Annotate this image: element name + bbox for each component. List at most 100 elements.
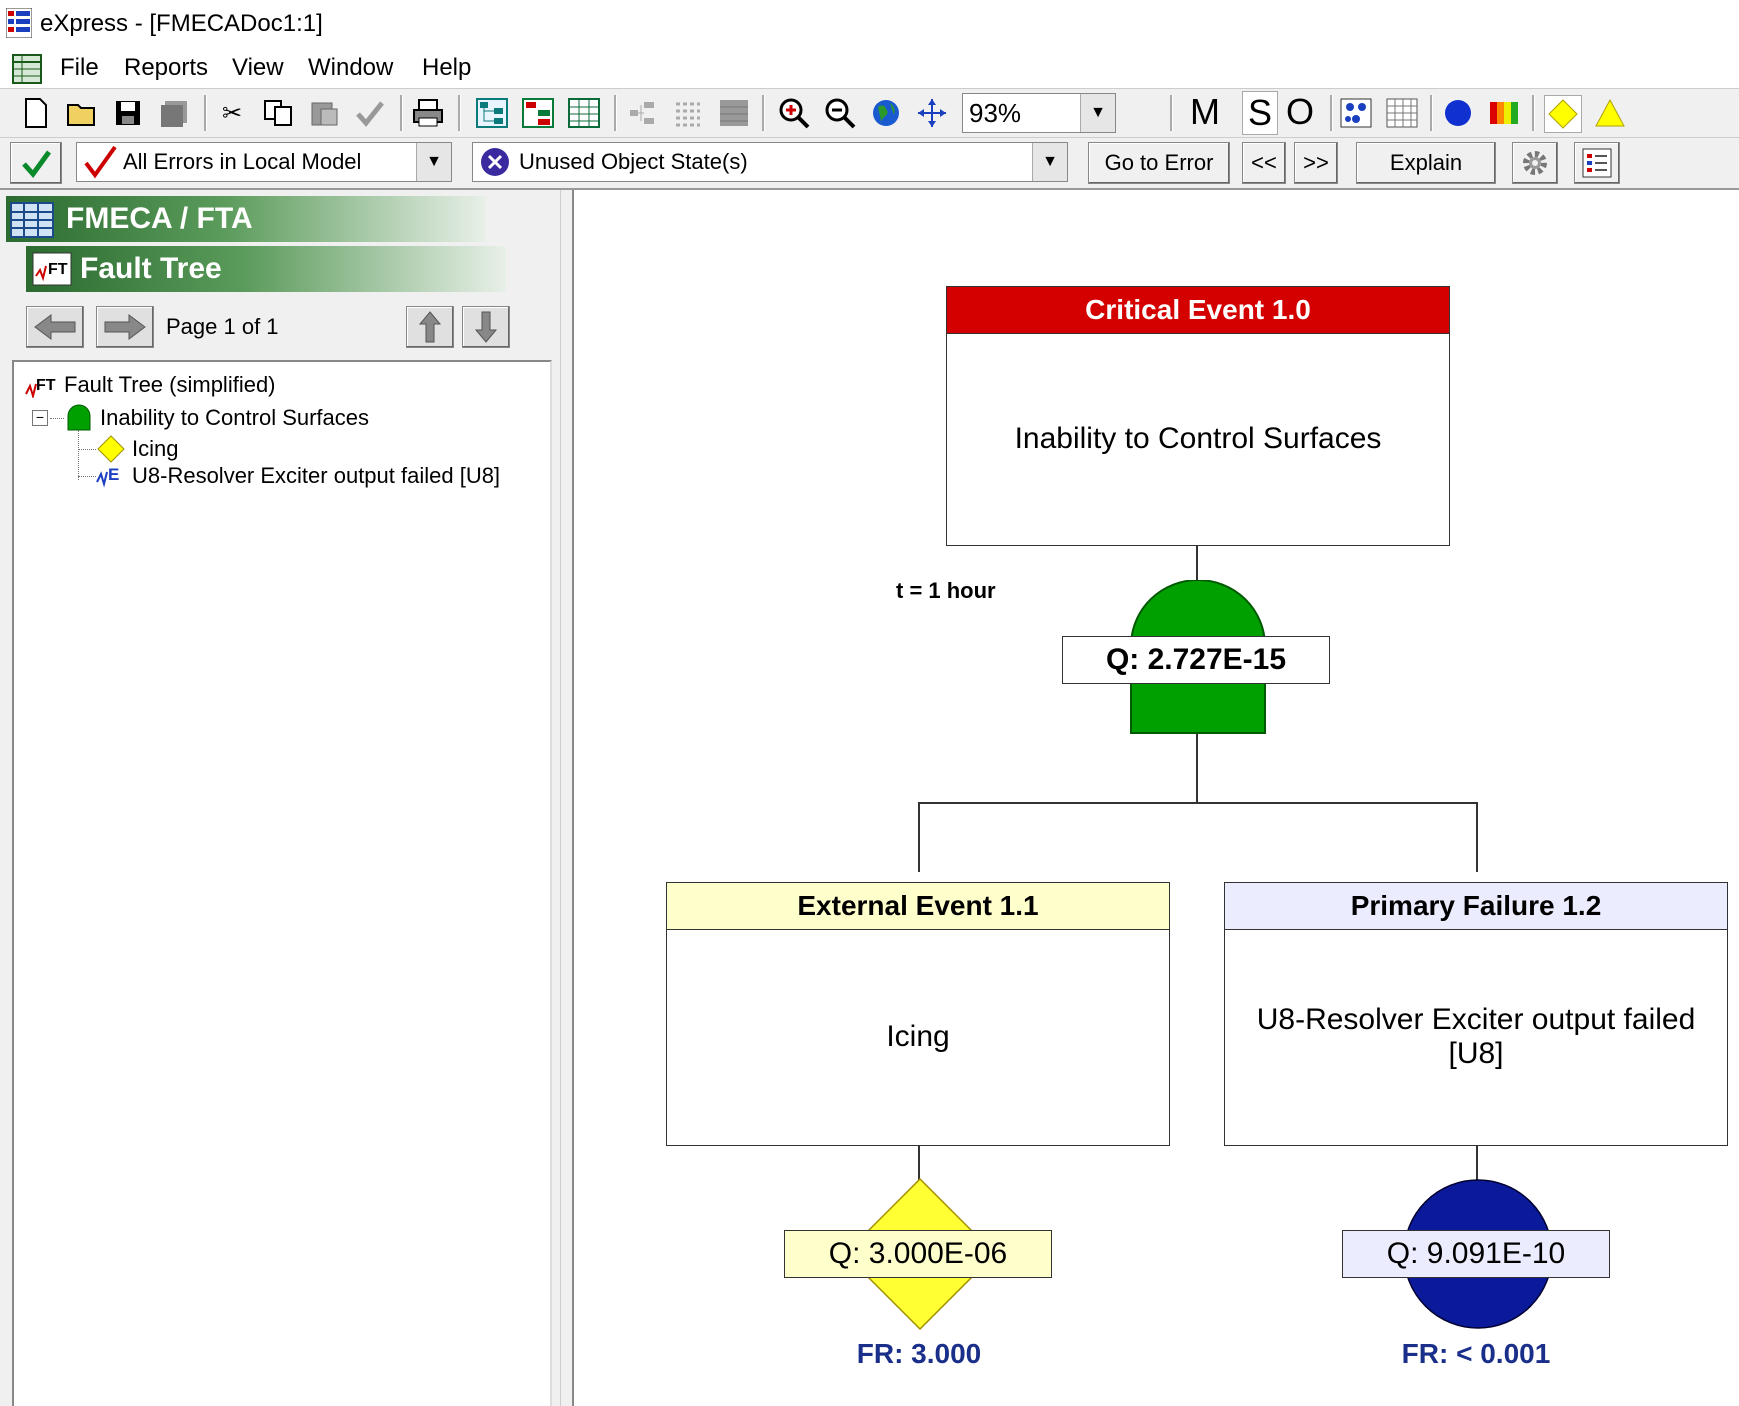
menu-reports[interactable]: Reports (124, 54, 209, 81)
save-all-icon[interactable] (156, 95, 192, 131)
gate-probability: Q: 2.727E-15 (1062, 636, 1330, 684)
svg-text:FT: FT (48, 261, 68, 278)
tree-node-gate[interactable]: − Inability to Control Surfaces (32, 404, 369, 432)
color-bars-icon[interactable] (1486, 95, 1522, 131)
dots-panel-icon[interactable] (1338, 95, 1374, 131)
tree-leaf-u8[interactable]: E U8-Resolver Exciter output failed [U8] (78, 462, 500, 490)
diagram-canvas: Critical Event 1.0 Inability to Control … (574, 190, 1739, 1406)
primary-failure-box[interactable]: Primary Failure 1.2 U8-Resolver Exciter … (1224, 882, 1728, 1146)
error-type-select[interactable]: Unused Object State(s) ▼ (472, 142, 1068, 182)
chevron-down-icon[interactable]: ▼ (416, 143, 451, 181)
navigation-pane: FMECA / FTA FT Fault Tree Page 1 of 1 FT… (0, 190, 560, 1406)
menu-bar: File Reports View Window Help (0, 50, 1739, 90)
go-to-error-button[interactable]: Go to Error (1088, 142, 1230, 184)
check-paste-icon[interactable] (352, 95, 388, 131)
fault-tree-section[interactable]: FT Fault Tree (26, 246, 506, 292)
subsection-title: Fault Tree (80, 252, 222, 285)
open-folder-icon[interactable] (64, 95, 100, 131)
arrow-down-icon (474, 311, 498, 343)
zoom-value: 93% (969, 97, 1022, 128)
fault-tree-icon: FT (25, 377, 56, 398)
next-error-button[interactable]: >> (1294, 142, 1338, 184)
window-title: eXpress - [FMECADoc1:1] (40, 10, 323, 37)
page-up-button[interactable] (406, 306, 454, 348)
mode-m-button[interactable]: M (1190, 91, 1220, 132)
print-icon[interactable] (410, 95, 446, 131)
critical-event-description: Inability to Control Surfaces (1014, 422, 1382, 455)
tree-root[interactable]: FT Fault Tree (simplified) (24, 372, 276, 398)
yellow-triangle-icon[interactable] (1592, 95, 1628, 131)
error-x-icon (481, 148, 509, 176)
spreadsheet-icon[interactable] (1384, 95, 1420, 131)
settings-button[interactable] (1512, 142, 1558, 184)
main-toolbar: ✂ 93% ▼ M S O (0, 88, 1739, 138)
external-event-box[interactable]: External Event 1.1 Icing (666, 882, 1170, 1146)
collapse-tree-icon[interactable] (624, 95, 660, 131)
fmeca-table-icon (10, 202, 54, 238)
cut-icon[interactable]: ✂ (221, 99, 243, 127)
tree-view: FT Fault Tree (simplified) − Inability t… (12, 360, 552, 1406)
tree-node-label: Inability to Control Surfaces (100, 405, 370, 430)
zoom-out-icon[interactable] (822, 95, 858, 131)
document-grid-icon[interactable] (12, 54, 42, 84)
page-forward-button[interactable] (96, 306, 154, 348)
validate-button[interactable] (10, 142, 62, 184)
fit-view-icon[interactable] (914, 95, 950, 131)
tree-leaf-label: Icing (132, 436, 179, 461)
grid-gray-icon[interactable] (716, 95, 752, 131)
pane-splitter[interactable] (560, 190, 574, 1406)
fmeca-fta-section[interactable]: FMECA / FTA (6, 196, 486, 242)
page-indicator: Page 1 of 1 (166, 314, 279, 339)
list-icon[interactable] (670, 95, 706, 131)
mode-s-button[interactable]: S (1242, 91, 1278, 135)
title-bar: eXpress - [FMECADoc1:1] (0, 0, 1739, 50)
yellow-diamond-icon[interactable] (1544, 95, 1582, 133)
paste-icon[interactable] (306, 95, 342, 131)
primary-failure-header: Primary Failure 1.2 (1225, 883, 1727, 930)
arrow-left-icon (34, 314, 76, 340)
fault-tree-icon: FT (32, 252, 72, 286)
chevron-down-icon[interactable]: ▼ (1032, 143, 1067, 181)
globe-icon[interactable] (868, 95, 904, 131)
tree-leaf-label: U8-Resolver Exciter output failed [U8] (132, 463, 501, 488)
error-toolbar: All Errors in Local Model ▼ Unused Objec… (0, 138, 1739, 190)
page-back-button[interactable] (26, 306, 84, 348)
save-icon[interactable] (110, 95, 146, 131)
copy-icon[interactable] (260, 95, 296, 131)
external-event-description: Icing (886, 1020, 950, 1053)
external-event-probability: Q: 3.000E-06 (784, 1230, 1052, 1278)
error-filter-value: All Errors in Local Model (123, 149, 362, 174)
report-list-button[interactable] (1574, 142, 1620, 184)
zoom-in-icon[interactable] (776, 95, 812, 131)
gear-icon (1523, 151, 1547, 175)
error-filter-select[interactable]: All Errors in Local Model ▼ (76, 142, 452, 182)
diamond-event-icon (97, 435, 125, 463)
table-icon[interactable] (566, 95, 602, 131)
menu-window[interactable]: Window (308, 54, 394, 81)
new-file-icon[interactable] (18, 95, 54, 131)
mode-o-button[interactable]: O (1286, 91, 1315, 132)
menu-file[interactable]: File (60, 54, 99, 81)
collapse-toggle-icon[interactable]: − (32, 410, 48, 426)
red-check-icon (84, 145, 117, 179)
external-event-failure-rate: FR: 3.000 (856, 1338, 982, 1369)
page-down-button[interactable] (462, 306, 510, 348)
tree-leaf-icing[interactable]: Icing (78, 434, 178, 464)
and-gate-icon (67, 404, 91, 431)
tree-view-icon[interactable] (474, 95, 510, 131)
hierarchy-icon[interactable] (520, 95, 556, 131)
blue-circle-icon[interactable] (1440, 95, 1476, 131)
critical-event-header: Critical Event 1.0 (947, 287, 1449, 334)
explain-button[interactable]: Explain (1356, 142, 1496, 184)
external-event-header: External Event 1.1 (667, 883, 1169, 930)
previous-error-button[interactable]: << (1242, 142, 1286, 184)
chevron-down-icon[interactable]: ▼ (1080, 94, 1115, 132)
critical-event-box[interactable]: Critical Event 1.0 Inability to Control … (946, 286, 1450, 546)
menu-view[interactable]: View (232, 54, 284, 81)
zoom-select[interactable]: 93% ▼ (962, 93, 1116, 133)
menu-help[interactable]: Help (422, 54, 472, 81)
app-icon (6, 8, 32, 38)
primary-failure-probability: Q: 9.091E-10 (1342, 1230, 1610, 1278)
checkmark-icon (22, 150, 51, 178)
svg-text:E: E (108, 465, 119, 484)
